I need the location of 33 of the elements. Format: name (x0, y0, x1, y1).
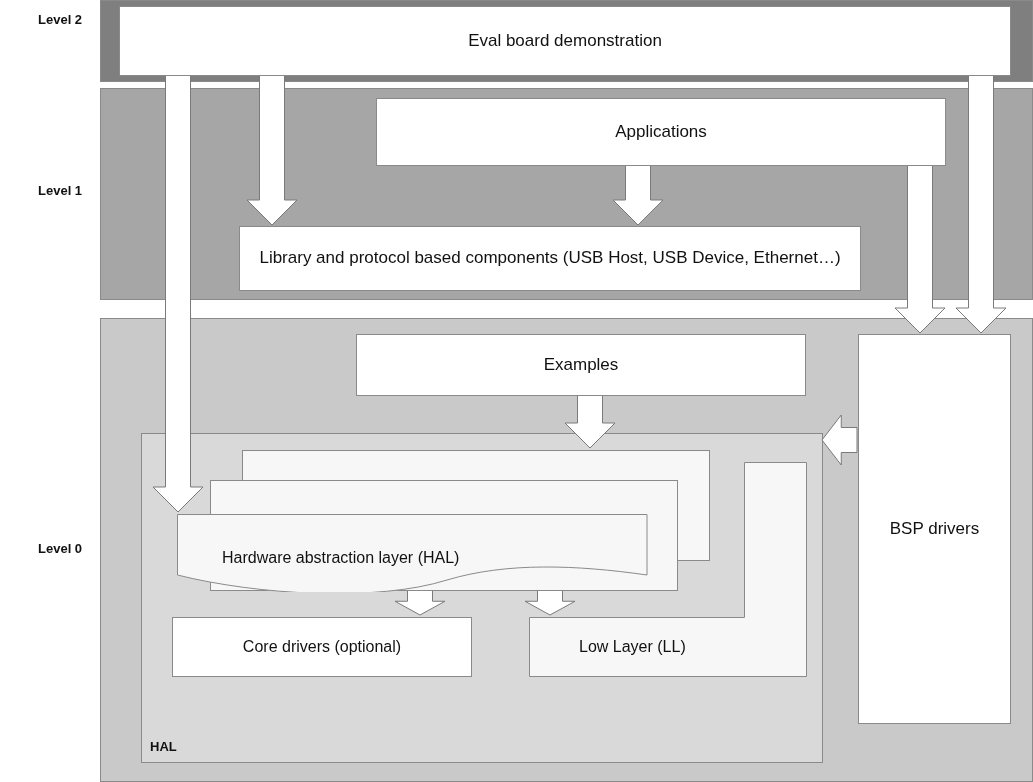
block-arrow (955, 74, 1007, 334)
block-arrow (821, 414, 858, 466)
process-box (172, 617, 472, 677)
hal-panel (141, 433, 823, 763)
block-arrow (394, 589, 446, 616)
l-shaped-box (529, 462, 807, 677)
block-arrow (564, 394, 616, 449)
block-arrow (524, 589, 576, 616)
document-stack-shape (177, 450, 710, 592)
layer-band (100, 0, 1033, 82)
block-arrow (612, 164, 664, 226)
process-box (376, 98, 946, 166)
process-box (119, 6, 1011, 76)
process-box (239, 226, 861, 291)
box-label: Low Layer (LL) (579, 637, 686, 657)
panel-heading: HAL (150, 739, 177, 756)
process-box (356, 334, 806, 396)
level-label: Level 2 (38, 12, 83, 27)
layer-band (100, 318, 1033, 782)
box-label: Hardware abstraction layer (HAL) (222, 548, 460, 568)
box-label: Applications (615, 120, 707, 143)
block-arrow (152, 74, 204, 513)
level-label: Level 1 (38, 183, 83, 198)
box-label: Library and protocol based components (USB Host, USB Device, Ethernet…) (258, 247, 842, 270)
box-label: Eval board demonstration (468, 29, 662, 52)
level-label: Level 0 (38, 541, 83, 556)
block-arrow (246, 74, 298, 226)
box-label: Core drivers (optional) (242, 636, 402, 657)
box-label: Examples (543, 353, 619, 376)
block-arrow (894, 164, 946, 334)
layer-band (100, 88, 1033, 300)
box-label: BSP drivers (889, 517, 980, 540)
process-box (858, 334, 1011, 724)
